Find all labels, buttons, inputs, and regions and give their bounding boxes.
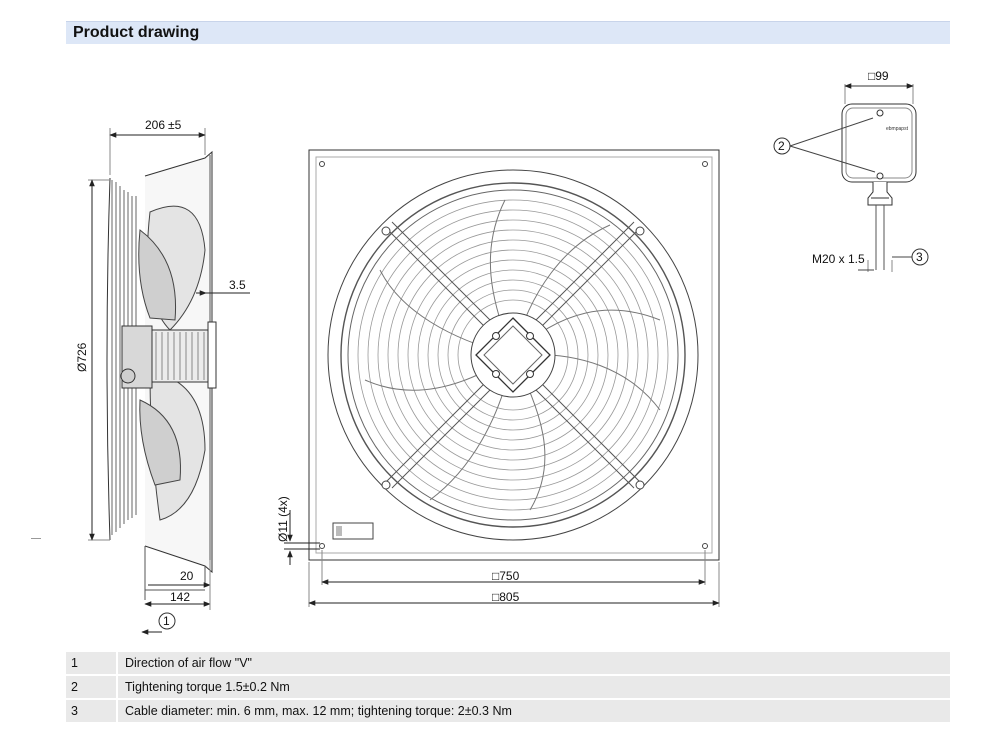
dim-hole-label: Ø11 (4x): [276, 496, 290, 542]
cable-gland: [867, 182, 893, 206]
dim-diameter: [88, 179, 110, 541]
dim-plate-label: □805: [492, 590, 520, 604]
dim-diameter-label: Ø726: [75, 342, 89, 372]
dim-depth: [109, 128, 206, 175]
strut-bolts: [381, 226, 645, 490]
legend-number: 1: [66, 652, 118, 674]
nozzle-ring-outer: [327, 169, 699, 541]
callout-3-label: 3: [916, 250, 923, 264]
cable: [875, 205, 885, 270]
legend-number: 2: [66, 676, 118, 698]
dim-depth-tolerance: ±5: [168, 118, 182, 132]
margin-mark: [31, 538, 41, 539]
mounting-holes: [319, 161, 708, 549]
side-blade-mid: [138, 229, 177, 321]
dim-base-depth-label: 142: [170, 590, 190, 604]
section-header: Product drawing: [66, 21, 950, 44]
dim-hole-pitch-label: □750: [492, 569, 520, 583]
dim-depth-label: 206: [145, 118, 165, 132]
guard-wires: [357, 199, 669, 511]
front-view: [284, 149, 720, 607]
side-view: [88, 128, 250, 635]
brand-label: ebmpapst: [886, 126, 909, 132]
side-base: [144, 546, 206, 600]
legend-text: Tightening torque 1.5±0.2 Nm: [125, 680, 290, 694]
dim-gap-label: 3.5: [229, 278, 246, 292]
side-guard-outline: [106, 177, 111, 541]
dim-hole-pitch: [321, 550, 706, 585]
rating-label: [332, 522, 374, 540]
guard-ring: [347, 189, 679, 521]
callout-2-circle: [773, 137, 791, 155]
legend-number: 3: [66, 700, 118, 722]
callout-3-circle: [911, 248, 929, 266]
terminal-box: [789, 83, 917, 272]
callout-2-label: 2: [778, 139, 785, 153]
struts: [385, 221, 641, 489]
legend-row: 2 Tightening torque 1.5±0.2 Nm: [66, 676, 950, 698]
dim-base-depth: [144, 560, 211, 610]
legend-text: Cable diameter: min. 6 mm, max. 12 mm; t…: [125, 704, 512, 718]
dim-hole: [284, 510, 320, 565]
legend-text: Direction of air flow "V": [125, 656, 252, 670]
callout-1-label: 1: [163, 614, 170, 628]
legend-row: 3 Cable diameter: min. 6 mm, max. 12 mm;…: [66, 700, 950, 722]
callout-1-circle: [158, 612, 176, 630]
dim-flange-label: 20: [180, 569, 194, 583]
section-title: Product drawing: [73, 24, 200, 41]
dim-box-label: □99: [868, 69, 889, 83]
legend-table: 1 Direction of air flow "V" 2 Tightening…: [66, 652, 950, 724]
legend-row: 1 Direction of air flow "V": [66, 652, 950, 674]
dim-plate: [308, 562, 720, 607]
dim-gland-label: M20 x 1.5: [812, 252, 865, 266]
